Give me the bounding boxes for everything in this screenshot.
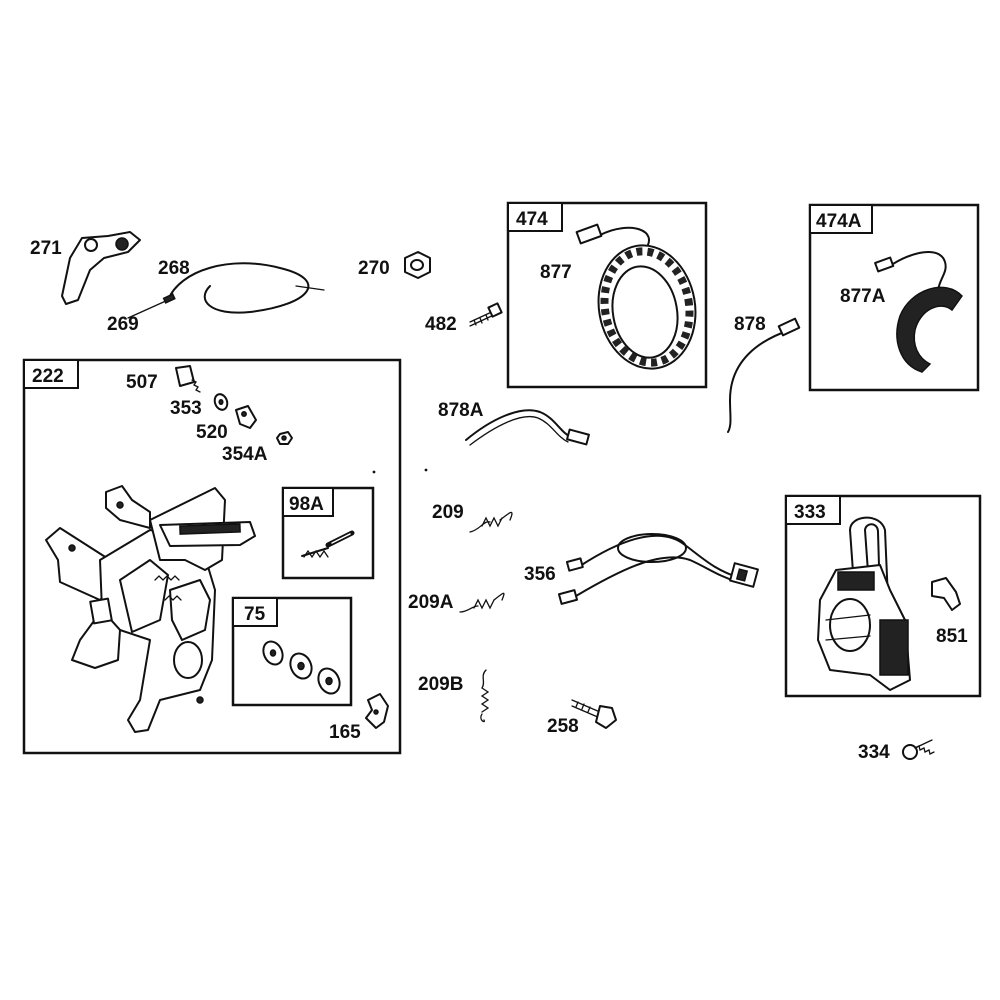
group-474-frame: [506, 201, 708, 389]
label-520: 520: [196, 422, 228, 443]
nut-354A: [276, 431, 293, 445]
label-353: 353: [170, 398, 202, 419]
alternator-stator-877: [575, 223, 697, 370]
group-474-tag: 474: [516, 209, 548, 230]
control-bracket: [45, 485, 256, 733]
washer-75-a: [262, 640, 284, 666]
group-98A-tag-box: [282, 487, 334, 517]
label-354A: 354A: [222, 444, 268, 465]
screw-507: [175, 365, 201, 393]
group-333-tag: 333: [794, 502, 826, 523]
label-165: 165: [329, 722, 361, 743]
group-474A: 474A: [808, 203, 980, 392]
bolt-258: [571, 699, 617, 729]
spring-209: [469, 511, 513, 533]
group-474-tag-box: [507, 202, 563, 232]
pin-98A: [325, 530, 355, 548]
group-333-tag-box: [785, 495, 841, 525]
group-75-tag: 75: [244, 604, 266, 625]
group-98A-tag: 98A: [289, 494, 324, 515]
bolt-482: [469, 302, 503, 327]
group-222-frame: [22, 358, 402, 755]
screw-334: [902, 739, 935, 760]
label-356: 356: [524, 564, 556, 585]
washer-75-b: [289, 652, 313, 680]
group-222: 222: [22, 358, 402, 755]
wire-harness-356: [557, 533, 759, 605]
label-878A: 878A: [438, 400, 484, 421]
label-482: 482: [425, 314, 457, 335]
label-877A: 877A: [840, 286, 886, 307]
label-209: 209: [432, 502, 464, 523]
label-209B: 209B: [418, 674, 463, 695]
label-851: 851: [936, 626, 968, 647]
label-268: 268: [158, 258, 190, 279]
group-474A-tag: 474A: [816, 211, 862, 232]
nut-270: [404, 251, 431, 279]
link-520: [235, 405, 257, 429]
label-209A: 209A: [408, 592, 454, 613]
spring-98A: [301, 547, 329, 559]
group-333: 333: [784, 494, 982, 698]
wire-878: [727, 317, 801, 433]
washer-353: [213, 393, 229, 411]
label-258: 258: [547, 716, 579, 737]
group-474: 474: [506, 201, 708, 389]
spark-plug-terminal-851: [931, 577, 961, 611]
label-271: 271: [30, 238, 62, 259]
wire-878A: [465, 409, 590, 446]
group-222-tag: 222: [32, 366, 64, 387]
washer-75-c: [317, 667, 341, 695]
group-333-frame: [784, 494, 982, 698]
label-877: 877: [540, 262, 572, 283]
label-269: 269: [107, 314, 139, 335]
group-98A: 98A: [281, 486, 375, 580]
lever-271: [61, 231, 141, 305]
label-270: 270: [358, 258, 390, 279]
alternator-stator-877A: [874, 251, 963, 373]
dot-mark: [424, 468, 428, 472]
spring-209B: [480, 669, 490, 723]
group-474A-tag-box: [809, 204, 873, 234]
group-222-tag-box: [23, 359, 79, 389]
label-334: 334: [858, 742, 890, 763]
label-878: 878: [734, 314, 766, 335]
group-75-frame: [231, 596, 353, 707]
clip-165: [365, 693, 389, 729]
label-507: 507: [126, 372, 158, 393]
cable-268: [127, 262, 325, 319]
dot-mark: [372, 470, 376, 474]
group-75-tag-box: [232, 597, 278, 627]
spring-209A: [459, 592, 505, 613]
group-75: 75: [231, 596, 353, 707]
ignition-coil-333: [817, 516, 911, 691]
group-474A-frame: [808, 203, 980, 392]
